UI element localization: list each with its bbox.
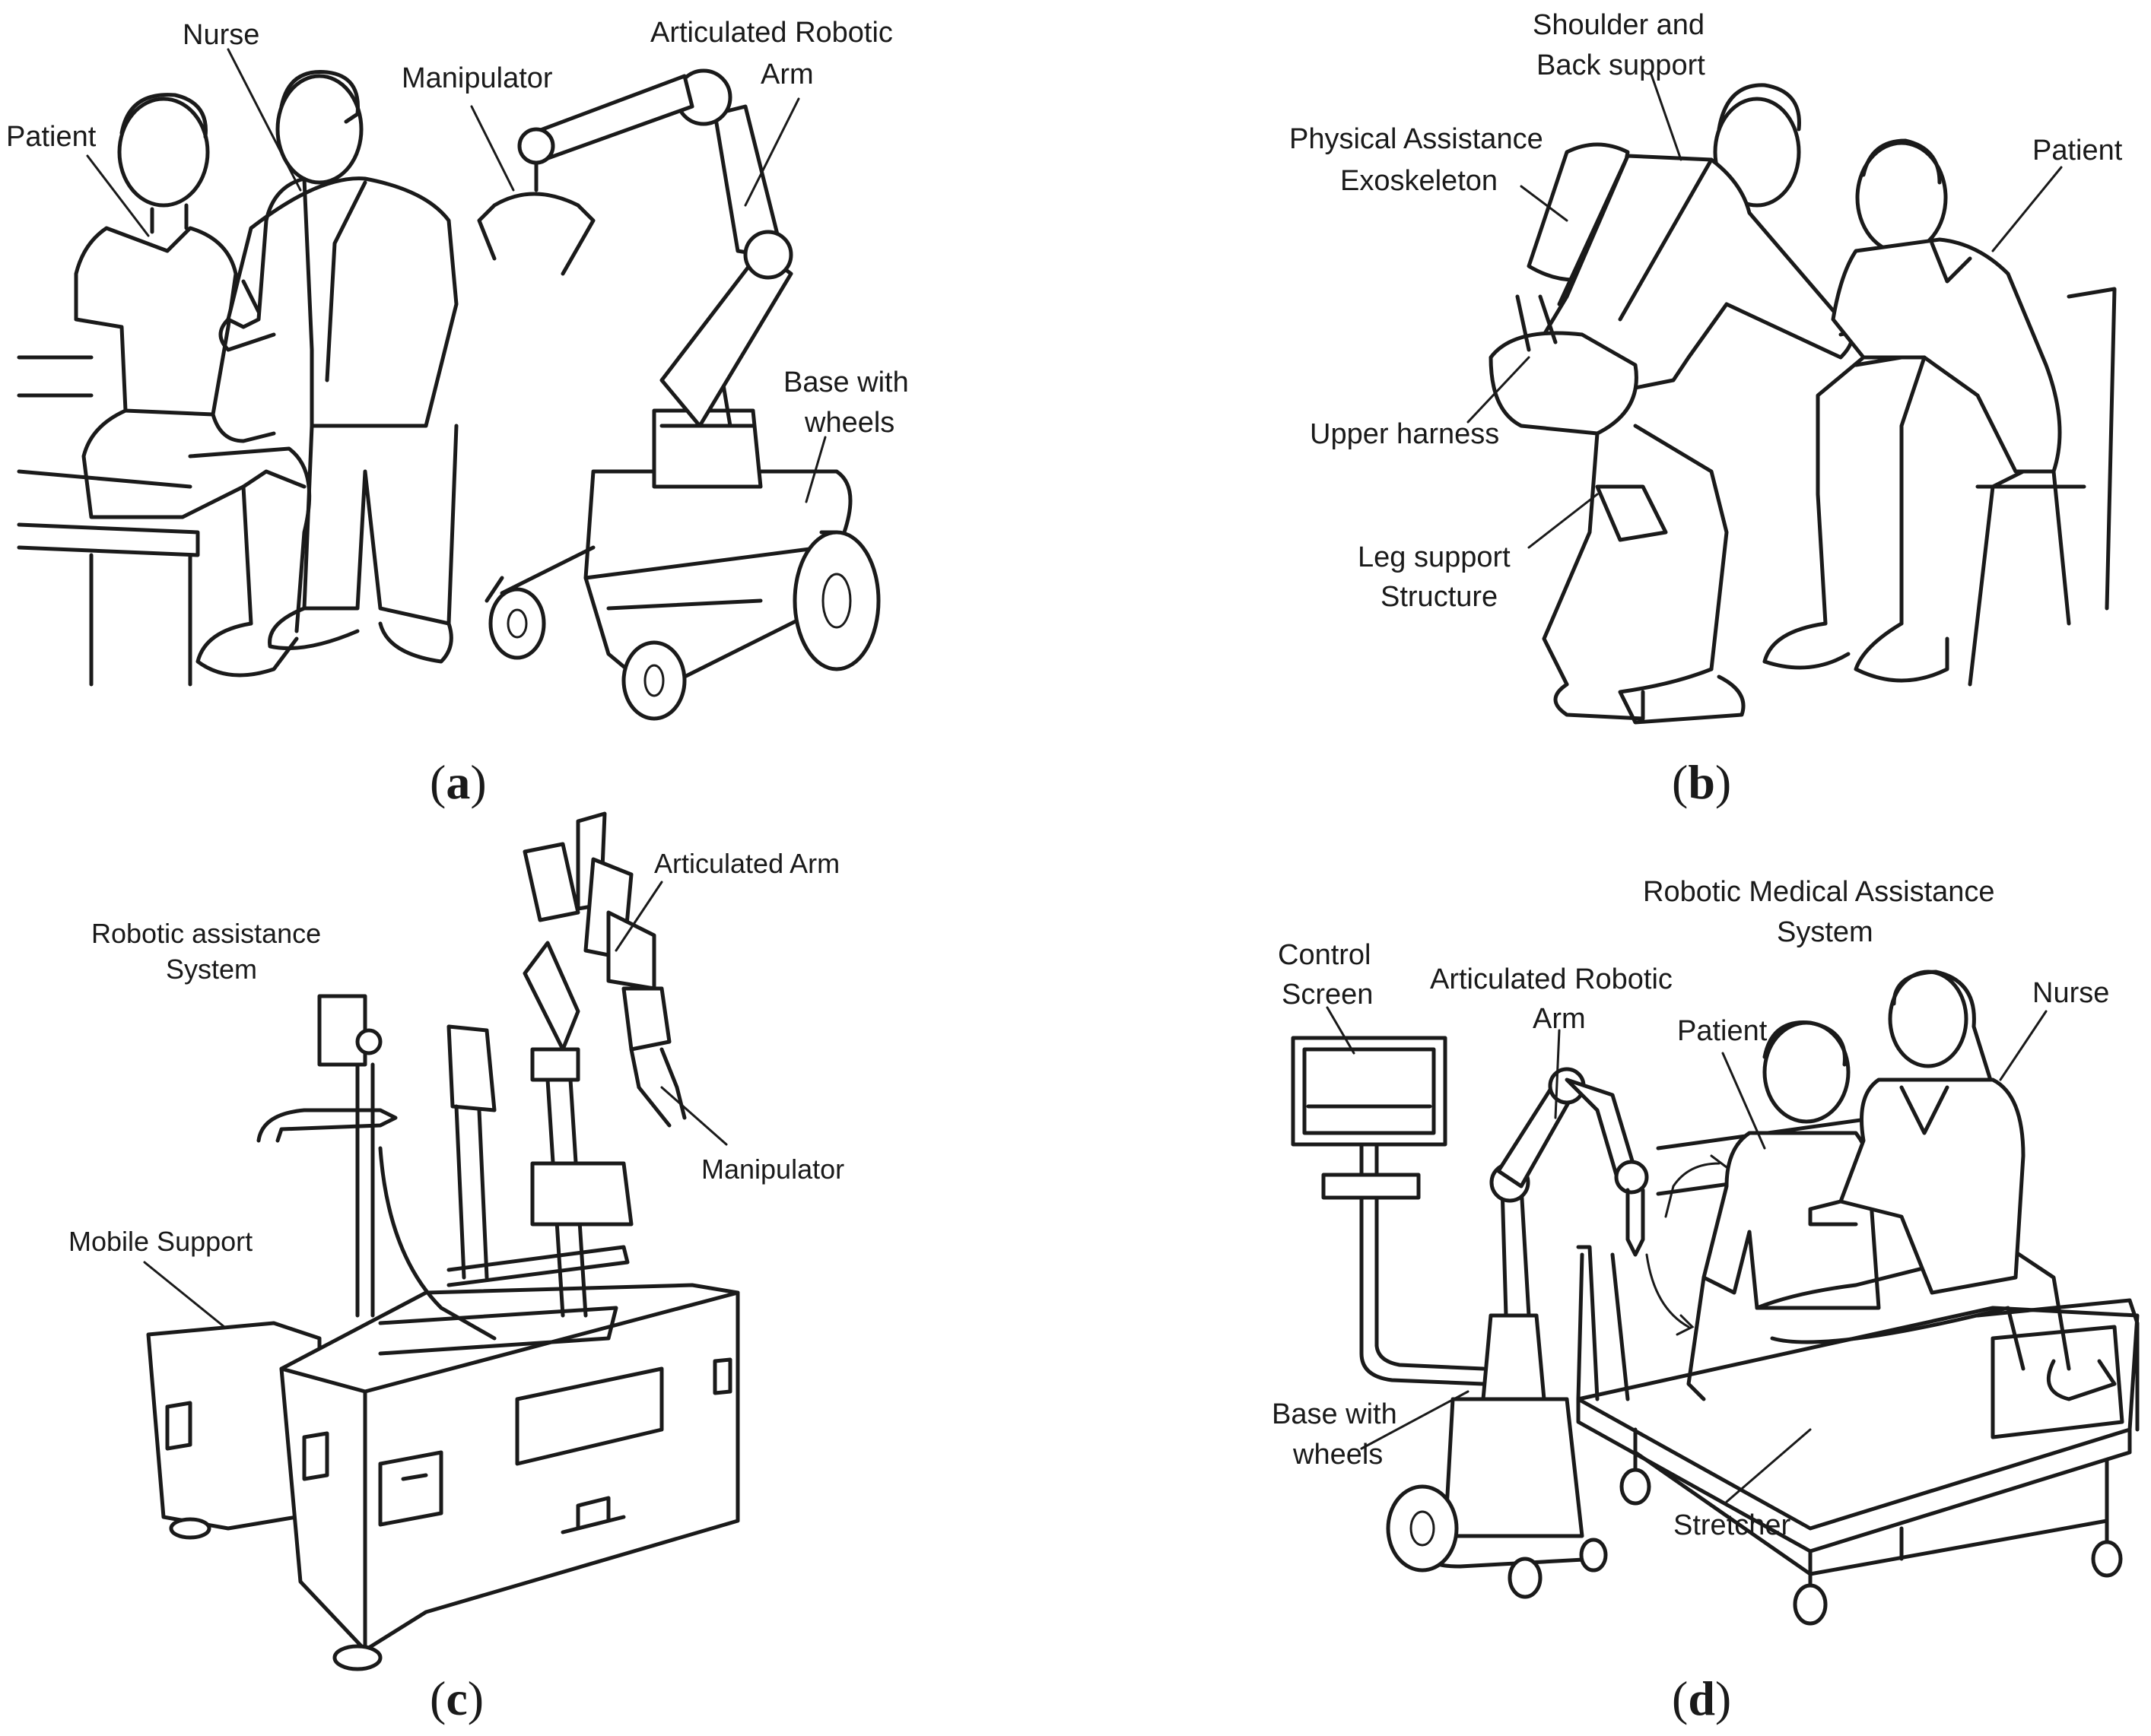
label-shoulder-line2: Back support [1536, 49, 1705, 81]
label-exo-line2: Exoskeleton [1340, 165, 1498, 197]
label-manipulator-c: Manipulator [701, 1154, 844, 1185]
label-manipulator-a: Manipulator [402, 62, 553, 94]
label-screen-line2: Screen [1282, 979, 1373, 1011]
panel-d: Robotic Medical Assistance System Contro… [1272, 876, 2140, 1725]
label-patient-b: Patient [2032, 135, 2123, 167]
label-system-d-line1: Robotic Medical Assistance [1643, 876, 1995, 908]
label-nurse-a: Nurse [183, 19, 259, 51]
label-harness: Upper harness [1310, 418, 1499, 450]
label-system-c-line2: System [166, 954, 257, 985]
label-arm-a-line1: Articulated Robotic [650, 17, 893, 49]
caption-b: (b) [1672, 755, 1731, 809]
panel-a: Patient Nurse Manipulator Articulated Ro… [6, 17, 909, 809]
labels-c: Robotic assistance System Articulated Ar… [68, 848, 844, 1257]
label-system-d-line2: System [1777, 916, 1873, 948]
caption-c: (c) [430, 1671, 484, 1725]
label-stretcher: Stretcher [1673, 1509, 1791, 1541]
labels-d: Robotic Medical Assistance System Contro… [1272, 876, 2109, 1541]
label-base-a-line2: wheels [804, 407, 894, 439]
label-patient-d: Patient [1677, 1015, 1768, 1047]
caregiver-exoskeleton-drawing [1489, 83, 1904, 725]
labels-b: Shoulder and Back support Physical Assis… [1289, 9, 2123, 613]
mobile-support-drawing [146, 1283, 740, 1671]
label-screen-line1: Control [1278, 939, 1371, 971]
leaders-a [86, 48, 827, 503]
label-exo-line1: Physical Assistance [1289, 123, 1543, 155]
label-leg-line1: Leg support [1358, 541, 1511, 573]
caption-d: (d) [1672, 1671, 1731, 1725]
label-arm-c: Articulated Arm [654, 848, 840, 879]
label-base-a-line1: Base with [783, 367, 909, 398]
label-nurse-d: Nurse [2032, 977, 2109, 1009]
control-screen-drawing [1291, 1036, 1485, 1386]
robot-arm-d-drawing [1386, 1067, 1728, 1599]
label-arm-d-line2: Arm [1533, 1003, 1586, 1035]
labels-a: Patient Nurse Manipulator Articulated Ro… [6, 17, 909, 439]
leaders-d [1326, 1006, 2048, 1503]
leaders-b [1466, 71, 2063, 549]
stretcher-d-drawing [1576, 1108, 2140, 1626]
panel-c: Robotic assistance System Articulated Ar… [68, 811, 844, 1725]
label-patient-a: Patient [6, 121, 97, 153]
panel-b: Shoulder and Back support Physical Assis… [1289, 9, 2123, 809]
label-base-d-line2: wheels [1292, 1439, 1383, 1471]
label-system-c-line1: Robotic assistance [91, 918, 321, 949]
patient-b-drawing [1762, 138, 2117, 687]
nurse-d-drawing [1808, 970, 2025, 1295]
label-leg-line2: Structure [1381, 581, 1498, 613]
bench-a-drawing [17, 355, 200, 687]
robot-a-drawing [477, 68, 881, 721]
leaders-c [143, 881, 728, 1328]
nurse-a-drawing [218, 70, 459, 664]
label-arm-a-line2: Arm [761, 59, 814, 90]
label-base-d-line1: Base with [1272, 1398, 1397, 1430]
label-shoulder-line1: Shoulder and [1533, 9, 1705, 41]
label-arm-d-line1: Articulated Robotic [1430, 963, 1673, 995]
caption-a: (a) [430, 755, 487, 809]
patient-a-drawing [74, 93, 312, 678]
robot-tower-c-drawing [256, 811, 687, 1341]
label-mobile-c: Mobile Support [68, 1226, 253, 1257]
